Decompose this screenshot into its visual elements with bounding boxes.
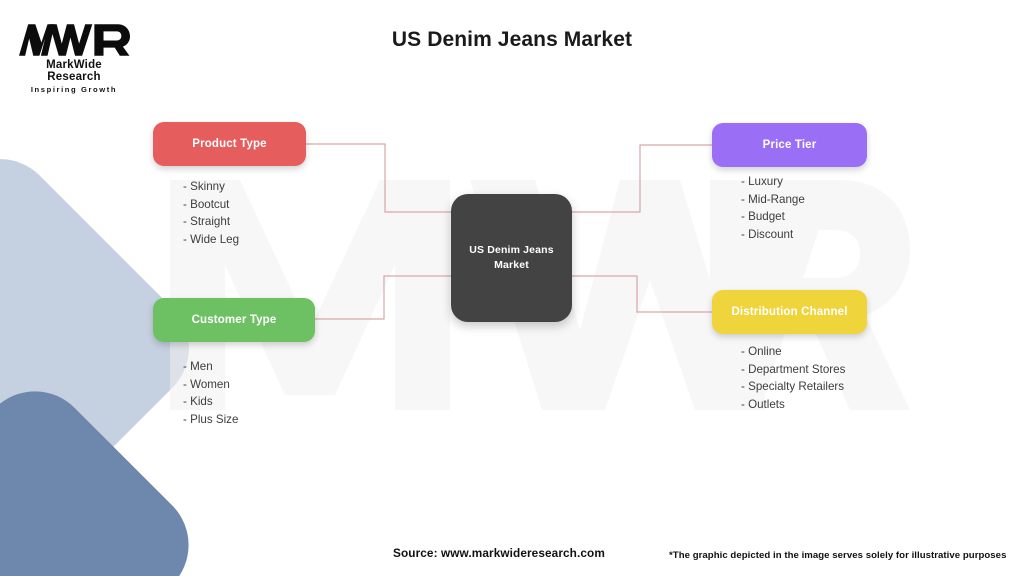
mwr-logo-icon <box>19 24 130 56</box>
branch-items-product-type: - Skinny - Bootcut - Straight - Wide Leg <box>183 178 239 248</box>
list-item: - Luxury <box>741 175 783 188</box>
branch-label-product-type: Product Type <box>192 138 267 150</box>
footer-disclaimer: *The graphic depicted in the image serve… <box>669 550 1007 561</box>
list-item: - Plus Size <box>183 412 239 426</box>
branch-items-distribution-channel: - Online - Department Stores - Specialty… <box>741 343 845 413</box>
list-item: - Men <box>183 360 213 373</box>
list-item: - Outlets <box>741 397 785 411</box>
center-node[interactable]: US Denim Jeans Market <box>451 194 572 322</box>
center-node-label: US Denim Jeans Market <box>469 244 554 271</box>
branch-label-customer-type: Customer Type <box>191 314 277 326</box>
branch-node-distribution-channel[interactable]: Distribution Channel <box>712 290 867 334</box>
branch-label-price-tier: Price Tier <box>762 139 817 151</box>
decorative-shape-light <box>0 135 213 561</box>
list-item: - Department Stores <box>741 362 846 376</box>
list-item: - Budget <box>741 210 785 223</box>
brand-tagline: Inspiring Growth <box>30 85 118 94</box>
list-item: - Straight <box>183 215 231 228</box>
branch-items-price-tier: - Luxury - Mid-Range - Budget - Discount <box>741 173 805 243</box>
page-title: US Denim Jeans Market <box>391 28 633 51</box>
branch-node-product-type[interactable]: Product Type <box>153 122 306 166</box>
brand-name: MarkWide Research <box>46 59 102 83</box>
list-item: - Online <box>741 345 782 358</box>
brand-logo: MarkWide Research Inspiring Growth <box>18 22 138 94</box>
footer-source: Source: www.markwideresearch.com <box>393 546 605 560</box>
list-item: - Bootcut <box>183 197 230 211</box>
list-item: - Skinny <box>183 180 225 193</box>
branch-items-customer-type: - Men - Women - Kids - Plus Size <box>183 358 238 428</box>
list-item: - Mid-Range <box>741 192 805 206</box>
list-item: - Discount <box>741 227 794 241</box>
list-item: - Women <box>183 377 230 391</box>
list-item: - Wide Leg <box>183 232 240 246</box>
decorative-shape-dark <box>0 368 212 576</box>
list-item: - Kids <box>183 395 213 408</box>
branch-label-distribution-channel: Distribution Channel <box>731 306 848 318</box>
branch-node-price-tier[interactable]: Price Tier <box>712 123 867 167</box>
list-item: - Specialty Retailers <box>741 380 845 393</box>
branch-node-customer-type[interactable]: Customer Type <box>153 298 315 342</box>
